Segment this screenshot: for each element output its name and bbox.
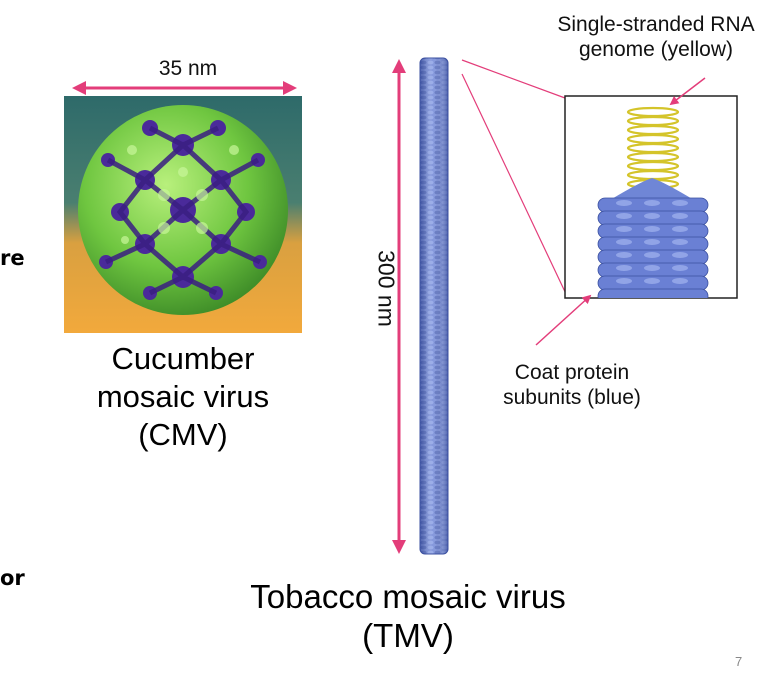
zoom-lines xyxy=(461,59,568,297)
coat-protein-label-line-2: subunits (blue) xyxy=(503,386,641,409)
cmv-width-arrow xyxy=(72,81,297,95)
rna-pointer-arrow xyxy=(669,77,706,106)
cmv-caption-line-3: (CMV) xyxy=(138,417,228,452)
coat-pointer-arrow xyxy=(535,294,592,346)
cmv-caption: Cucumber mosaic virus (CMV) xyxy=(60,340,306,454)
page-number: 7 xyxy=(735,654,743,669)
tmv-length-arrow xyxy=(392,59,406,554)
cmv-caption-line-2: mosaic virus xyxy=(96,379,270,414)
coat-protein-label-line-1: Coat protein xyxy=(514,361,630,384)
coat-protein-label: Coat protein subunits (blue) xyxy=(472,360,672,410)
tmv-inset xyxy=(564,95,738,299)
coat-protein-stack xyxy=(597,178,709,298)
rna-genome-label: Single-stranded RNA genome (yellow) xyxy=(536,12,776,62)
cmv-particle-image xyxy=(64,96,302,333)
tmv-caption-line-1: Tobacco mosaic virus xyxy=(250,578,566,615)
tmv-caption-line-2: (TMV) xyxy=(362,617,454,654)
clipped-text-fragment-1: re xyxy=(0,246,25,270)
tmv-caption: Tobacco mosaic virus (TMV) xyxy=(200,577,616,655)
cmv-caption-line-1: Cucumber xyxy=(111,341,255,376)
tmv-length-label: 300 nm xyxy=(373,250,400,327)
tmv-rod xyxy=(419,57,449,555)
clipped-text-fragment-2: or xyxy=(0,566,25,590)
cmv-width-label: 35 nm xyxy=(158,57,218,80)
rna-genome-label-line-2: genome (yellow) xyxy=(578,38,734,61)
rna-genome-label-line-1: Single-stranded RNA xyxy=(557,13,755,36)
